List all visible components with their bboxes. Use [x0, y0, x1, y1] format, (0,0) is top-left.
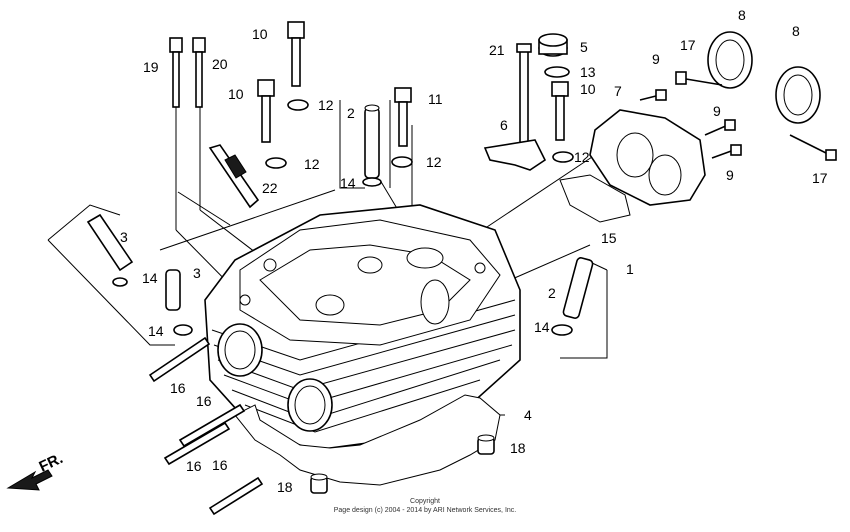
label-9: 9 — [652, 51, 660, 67]
label-17: 17 — [812, 170, 828, 186]
label-10: 10 — [252, 26, 268, 42]
label-22: 22 — [262, 180, 278, 196]
label-2: 2 — [347, 105, 355, 121]
label-12: 12 — [426, 154, 442, 170]
label-14: 14 — [142, 270, 158, 286]
label-16: 16 — [186, 458, 202, 474]
label-14: 14 — [534, 319, 550, 335]
label-16: 16 — [212, 457, 228, 473]
label-14: 14 — [340, 175, 356, 191]
copyright-notice: Copyright Page design (c) 2004 - 2014 by… — [334, 498, 517, 514]
intake-manifold — [559, 109, 706, 223]
label-8: 8 — [738, 7, 746, 23]
label-18: 18 — [277, 479, 293, 495]
label-6: 6 — [500, 117, 508, 133]
clamps-and-screws — [639, 31, 837, 161]
label-3: 3 — [193, 265, 201, 281]
label-10: 10 — [228, 86, 244, 102]
front-marker-text: FR. — [37, 450, 66, 476]
label-7: 7 — [614, 83, 622, 99]
label-20: 20 — [212, 56, 228, 72]
label-18: 18 — [510, 440, 526, 456]
label-4: 4 — [524, 407, 532, 423]
studs — [148, 336, 264, 516]
label-13: 13 — [580, 64, 596, 80]
spark-plug — [208, 144, 260, 209]
cap-and-oring — [538, 33, 570, 78]
label-16: 16 — [170, 380, 186, 396]
label-3: 3 — [120, 229, 128, 245]
head-gasket — [234, 394, 501, 486]
bolts-and-washers — [257, 21, 574, 169]
label-12: 12 — [304, 156, 320, 172]
label-8: 8 — [792, 23, 800, 39]
callout-frames — [47, 100, 608, 359]
long-bolts — [169, 37, 206, 108]
label-9: 9 — [726, 167, 734, 183]
cylinder-head — [204, 204, 521, 451]
label-15: 15 — [601, 230, 617, 246]
label-9: 9 — [713, 103, 721, 119]
label-10: 10 — [580, 81, 596, 97]
copyright-line-2: Page design (c) 2004 - 2014 by ARI Netwo… — [334, 507, 517, 514]
label-17: 17 — [680, 37, 696, 53]
label-19: 19 — [143, 59, 159, 75]
label-12: 12 — [574, 149, 590, 165]
label-11: 11 — [428, 91, 443, 107]
label-14: 14 — [148, 323, 164, 339]
label-16: 16 — [196, 393, 212, 409]
bracket — [483, 139, 547, 171]
label-21: 21 — [489, 42, 505, 58]
label-12: 12 — [318, 97, 334, 113]
front-direction-arrow: FR. — [6, 450, 66, 491]
part-labels: 1 2 2 3 3 4 5 6 7 8 8 9 9 9 10 10 10 11 … — [120, 7, 828, 495]
copyright-line-1: Copyright — [410, 498, 440, 505]
valve-guides — [86, 104, 594, 336]
label-1: 1 — [626, 261, 634, 277]
label-5: 5 — [580, 39, 588, 55]
label-2: 2 — [548, 285, 556, 301]
dowel-pins — [310, 434, 495, 494]
